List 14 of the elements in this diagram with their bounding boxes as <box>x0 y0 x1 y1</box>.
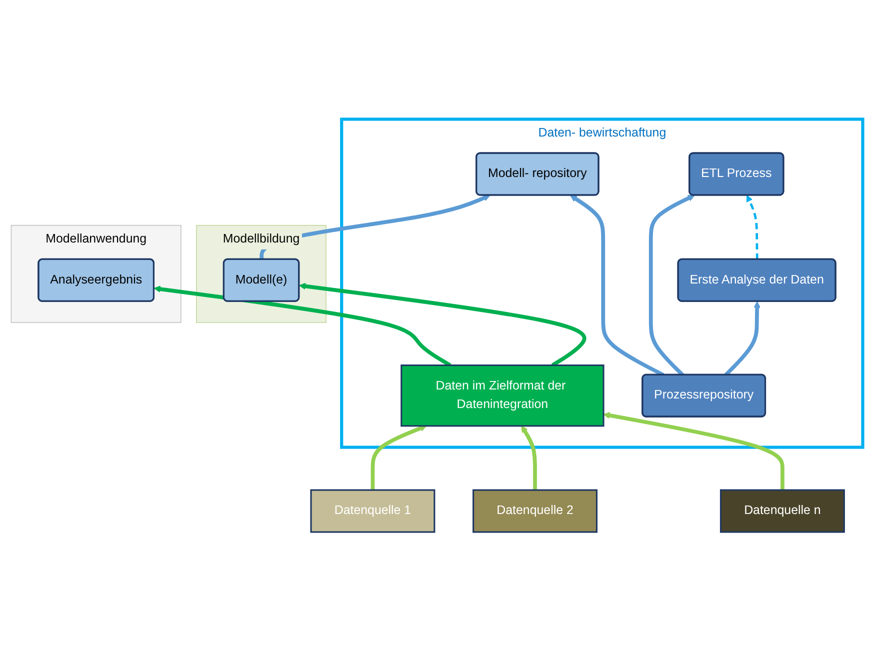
cluster <box>340 118 864 450</box>
node-box <box>400 364 604 428</box>
node-box <box>472 490 598 534</box>
arrow <box>603 412 784 490</box>
arrow <box>521 426 537 490</box>
arrow <box>154 286 452 368</box>
flowchart-drawing: Modell(e) Prozessrepository Modell- repository Erste Analyse der Daten Daten im Zielformat der Datenintegration ETL Prozess Analyseergebnis Datenquelle 1 Datenquelle 2 Datenquelle n Modellanwendung Daten- bewirtschaftung Modellbildung <box>5 113 869 539</box>
arrow <box>746 195 758 260</box>
node-box <box>720 490 845 534</box>
node-box <box>310 490 436 534</box>
arrow <box>298 283 586 368</box>
cluster <box>10 225 182 324</box>
arrow <box>370 425 427 490</box>
cluster <box>196 225 326 324</box>
